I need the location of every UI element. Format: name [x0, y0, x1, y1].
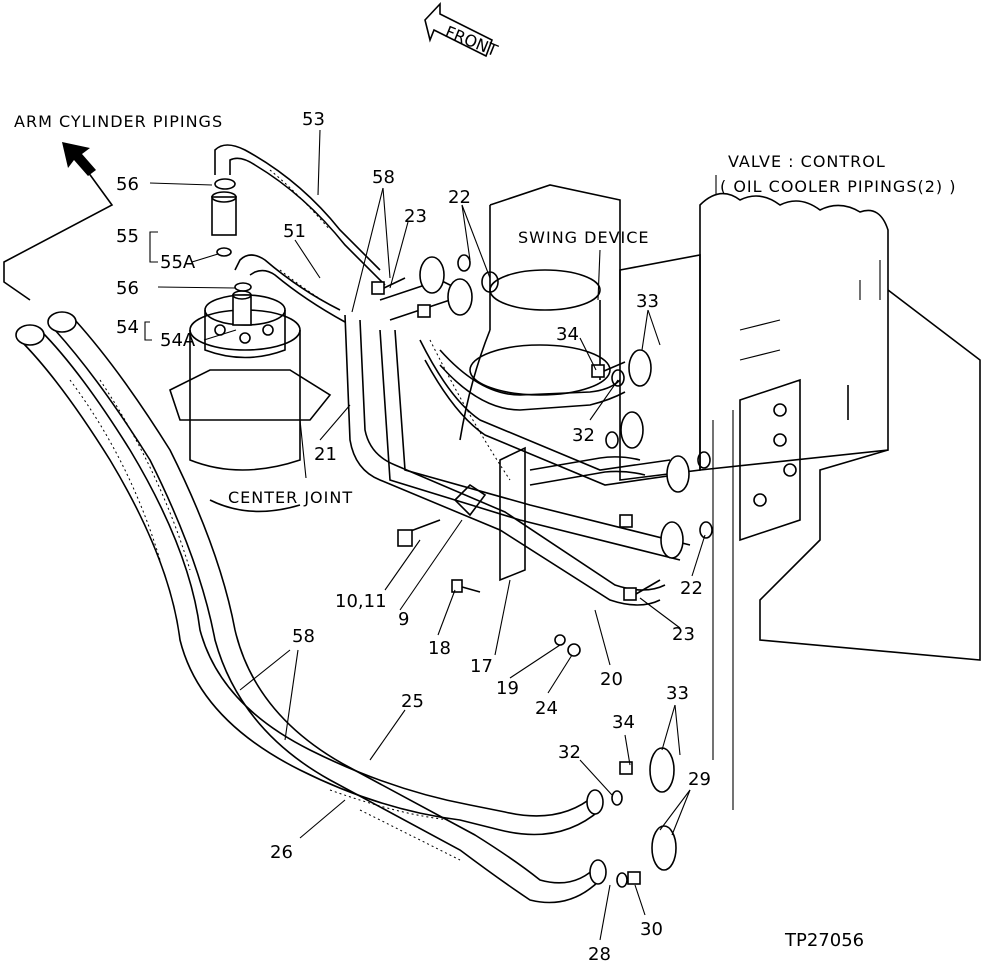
callout-32-top: 32: [572, 425, 595, 446]
front-label: FRONT: [443, 22, 501, 60]
callout-10-11: 10,11: [335, 591, 387, 612]
center-joint: [169, 294, 332, 513]
callout-23-bottom: 23: [672, 624, 695, 645]
callout-54a: 54A: [160, 330, 196, 351]
callout-54: 54: [116, 317, 139, 338]
front-arrow: FRONT: [424, 1, 501, 60]
callout-numbers: 53 58 56 55 55A 51 23 22 56 54 54A 33 34…: [116, 109, 711, 964]
hose-53: [214, 144, 386, 286]
callout-32-bottom: 32: [558, 742, 581, 763]
callout-21: 21: [314, 444, 337, 465]
bolts: [371, 277, 661, 601]
center-joint-label: CENTER JOINT: [228, 488, 353, 507]
callout-20: 20: [600, 669, 623, 690]
control-valve-block: [619, 192, 981, 810]
callout-55: 55: [116, 226, 139, 247]
hose-25: [19, 329, 601, 836]
leader-lines: [144, 129, 717, 941]
callout-53: 53: [302, 109, 325, 130]
callout-33-top: 33: [636, 291, 659, 312]
swing-device-label: SWING DEVICE: [518, 228, 650, 247]
callout-58-top: 58: [372, 167, 395, 188]
callout-26: 26: [270, 842, 293, 863]
swing-device-body: [459, 184, 621, 441]
hose-26: [54, 319, 601, 904]
flanges: [419, 254, 713, 559]
bracket-17: [397, 446, 581, 657]
callout-34-bottom: 34: [612, 712, 635, 733]
drawing-number: TP27056: [784, 930, 864, 951]
oil-cooler-pipings-label: ( OIL COOLER PIPINGS(2) ): [720, 177, 956, 196]
callout-22-top: 22: [448, 187, 471, 208]
callout-19: 19: [496, 678, 519, 699]
callout-25: 25: [401, 691, 424, 712]
arm-cylinder-pipings-label: ARM CYLINDER PIPINGS: [14, 112, 223, 131]
callout-33-bottom: 33: [666, 683, 689, 704]
callout-24: 24: [535, 698, 558, 719]
callout-56-top: 56: [116, 174, 139, 195]
callout-29: 29: [688, 769, 711, 790]
valve-control-label: VALVE : CONTROL: [728, 152, 886, 171]
arm-cylinder-arrow-icon: [3, 142, 114, 301]
callout-55a: 55A: [160, 252, 196, 273]
hose-end-fittings: [15, 311, 677, 888]
callout-28: 28: [588, 944, 611, 964]
callout-56-mid: 56: [116, 278, 139, 299]
callout-51: 51: [283, 221, 306, 242]
callout-34-top: 34: [556, 324, 579, 345]
callout-17: 17: [470, 656, 493, 677]
callout-9: 9: [398, 609, 409, 630]
callout-58-bottom: 58: [292, 626, 315, 647]
callout-23-top: 23: [404, 206, 427, 227]
hose-51: [234, 254, 346, 323]
callout-30: 30: [640, 919, 663, 940]
callout-18: 18: [428, 638, 451, 659]
fitting-stack: [211, 178, 252, 326]
callout-22-bottom: 22: [680, 578, 703, 599]
